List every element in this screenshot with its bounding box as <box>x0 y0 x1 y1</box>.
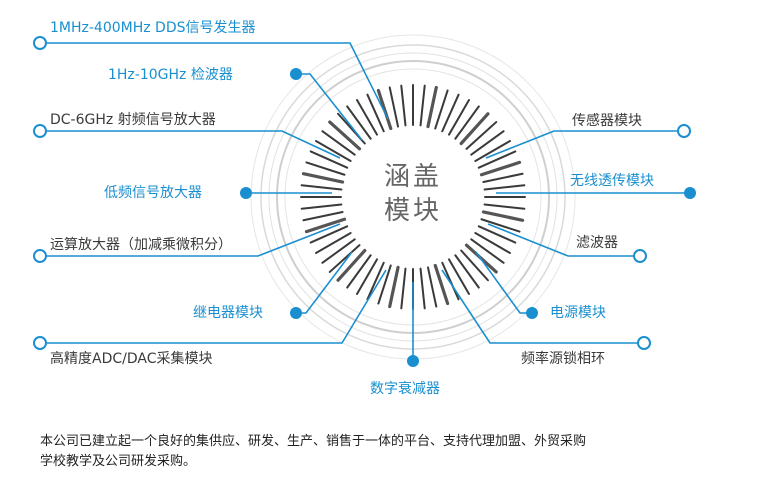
tick-33 <box>305 161 346 176</box>
leader-pll <box>441 269 644 344</box>
tick-47 <box>426 85 438 129</box>
label-rf-amp: DC-6GHz 射频信号放大器 <box>50 112 216 128</box>
company-statement-line1: 本公司已建立起一个良好的集供应、研发、生产、销售于一体的平台、支持代理加盟、外贸… <box>40 434 587 449</box>
tick-5 <box>474 232 511 254</box>
label-adc: 高精度ADC/DAC采集模块 <box>50 351 213 367</box>
tick-12 <box>433 263 450 306</box>
tick-35 <box>315 140 352 162</box>
tick-40 <box>356 99 378 136</box>
tick-39 <box>346 105 372 140</box>
tick-58 <box>482 172 524 184</box>
tick-25 <box>315 232 352 254</box>
label-attenuator: 数字衰减器 <box>370 381 440 397</box>
tick-36 <box>321 130 356 156</box>
tick-23 <box>328 244 361 273</box>
tick-11 <box>441 261 460 301</box>
tick-42 <box>376 88 393 131</box>
tick-41 <box>366 93 385 133</box>
marker-lf-amp <box>240 187 252 199</box>
tick-2 <box>481 210 525 222</box>
tick-48 <box>434 89 449 130</box>
tick-53 <box>465 121 498 150</box>
tick-59 <box>483 184 526 191</box>
label-power: 电源模块 <box>550 305 606 321</box>
leader-dds <box>40 42 389 120</box>
tick-16 <box>400 267 407 310</box>
tick-9 <box>454 254 480 289</box>
label-detector: 1Hz-10GHz 检波器 <box>108 67 233 83</box>
leader-filter <box>487 223 640 257</box>
tick-49 <box>441 93 460 133</box>
tick-27 <box>304 217 347 234</box>
tick-32 <box>301 172 345 184</box>
tick-50 <box>448 99 470 136</box>
marker-rf-amp <box>33 124 47 138</box>
radial-ticks <box>300 84 526 310</box>
tick-1 <box>483 203 526 210</box>
tick-20 <box>356 258 378 295</box>
tick-43 <box>388 86 400 128</box>
center-title-line2: 模块 <box>383 196 442 226</box>
module-diagram <box>33 34 696 367</box>
label-dds: 1MHz-400MHz DDS信号发生器 <box>50 20 256 36</box>
tick-24 <box>321 238 356 264</box>
tick-51 <box>454 105 480 140</box>
label-wireless: 无线透传模块 <box>570 173 654 189</box>
tick-56 <box>477 150 517 169</box>
company-statement: 本公司已建立起一个良好的集供应、研发、生产、销售于一体的平台、支持代理加盟、外贸… <box>40 432 740 472</box>
leader-adc <box>40 269 387 344</box>
tick-4 <box>477 225 517 244</box>
tick-6 <box>470 238 505 264</box>
tick-13 <box>426 266 438 308</box>
tick-3 <box>480 218 521 233</box>
leader-lines <box>40 42 690 361</box>
label-opamp: 运算放大器（加减乘微积分） <box>50 237 232 253</box>
marker-sensor <box>677 124 691 138</box>
marker-opamp <box>33 249 47 263</box>
tick-46 <box>419 84 426 127</box>
company-statement-line2: 学校教学及公司研发采购。 <box>40 454 197 469</box>
tick-52 <box>459 112 490 146</box>
tick-14 <box>419 267 426 310</box>
tick-19 <box>366 261 385 301</box>
leader-opamp <box>40 223 341 257</box>
tick-57 <box>479 160 522 177</box>
label-filter: 滤波器 <box>576 235 618 251</box>
tick-29 <box>300 203 343 210</box>
tick-54 <box>470 130 505 156</box>
tick-22 <box>336 248 367 282</box>
marker-detector <box>290 68 302 80</box>
label-lf-amp: 低频信号放大器 <box>104 185 202 201</box>
center-title: 涵盖 模块 <box>360 160 466 228</box>
tick-17 <box>388 265 400 309</box>
label-sensor: 传感器模块 <box>572 113 642 129</box>
leader-rf-amp <box>40 130 341 159</box>
tick-34 <box>309 150 349 169</box>
marker-power <box>526 307 538 319</box>
marker-attenuator <box>407 355 419 367</box>
tick-10 <box>448 258 470 295</box>
marker-filter <box>633 249 647 263</box>
label-relay: 继电器模块 <box>193 305 263 321</box>
leader-sensor <box>485 130 684 159</box>
tick-55 <box>474 140 511 162</box>
marker-wireless <box>684 187 696 199</box>
marker-relay <box>290 307 302 319</box>
marker-pll <box>637 336 651 350</box>
tick-37 <box>328 120 362 151</box>
center-title-line1: 涵盖 <box>383 162 442 192</box>
tick-18 <box>377 264 392 305</box>
tick-44 <box>400 84 407 127</box>
marker-adc <box>33 336 47 350</box>
label-markers <box>33 36 696 367</box>
marker-dds <box>33 36 47 50</box>
tick-8 <box>460 249 489 282</box>
label-pll: 频率源锁相环 <box>521 351 605 367</box>
tick-31 <box>300 184 343 191</box>
tick-26 <box>309 225 349 244</box>
tick-21 <box>346 254 372 289</box>
tick-28 <box>302 210 344 222</box>
